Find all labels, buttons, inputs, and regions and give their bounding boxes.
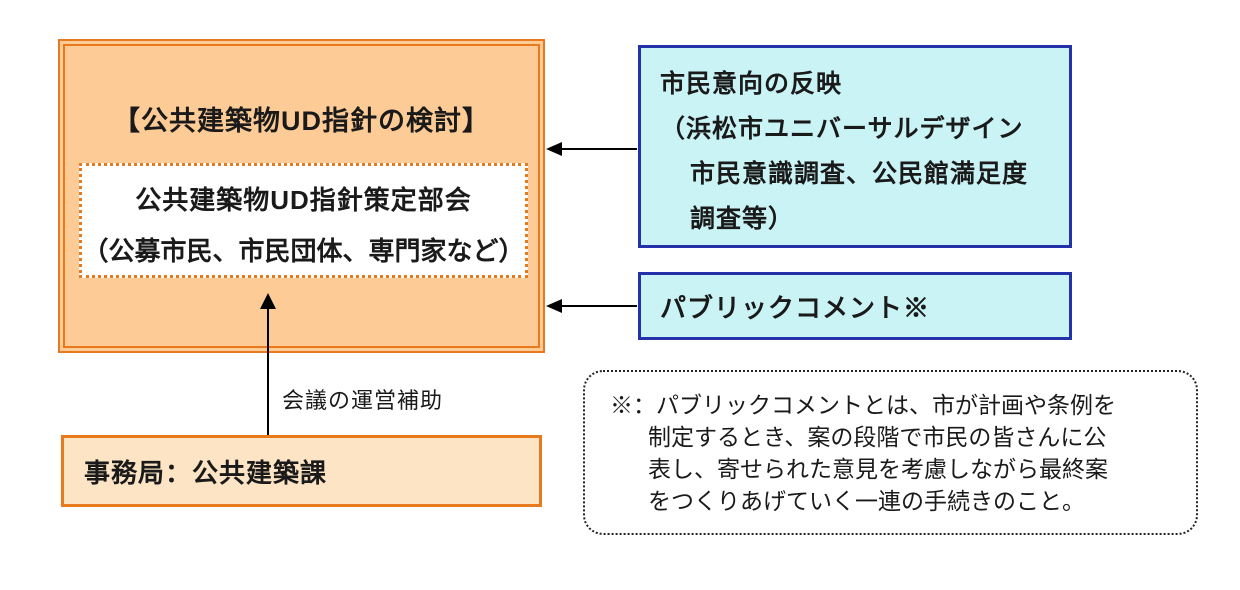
note-line1: ※：パブリックコメントとは、市が計画や条例を	[610, 392, 1116, 418]
public-comment-note-box: ※：パブリックコメントとは、市が計画や条例を 制定するとき、案の段階で市民の皆さ…	[583, 370, 1198, 535]
secretariat-to-subcommittee-arrow-head	[260, 293, 276, 309]
note-line2: 制定するとき、案の段階で市民の皆さんに公	[648, 424, 1107, 450]
public-comment-box: パブリックコメント※	[638, 272, 1072, 340]
secretariat-to-subcommittee-arrow-line	[267, 308, 269, 435]
citizen-opinion-box: 市民意向の反映 （浜松市ユニバーサルデザイン 市民意識調査、公民館満足度 調査等…	[638, 45, 1072, 248]
subcommittee-members: （公募市民、市民団体、専門家など）	[82, 236, 525, 266]
ud-review-title: 【公共建築物UD指針の検討】	[113, 106, 490, 136]
pubcom-to-main-arrow-head	[546, 299, 562, 313]
note-line3: 表し、寄せられた意見を考慮しながら最終案	[648, 456, 1108, 482]
pubcom-to-main-arrow-line	[560, 305, 637, 307]
citizen-opinion-line4: 調査等）	[690, 205, 795, 233]
meeting-support-label: 会議の運営補助	[282, 388, 444, 413]
public-comment-label: パブリックコメント※	[660, 292, 931, 323]
note-line4: をつくりあげていく一連の手続きのこと。	[648, 488, 1085, 514]
secretariat-label: 事務局：公共建築課	[84, 457, 328, 488]
citizen-to-main-arrow-line	[560, 148, 637, 150]
citizen-opinion-line2: （浜松市ユニバーサルデザイン	[660, 115, 1024, 143]
citizen-opinion-line1: 市民意向の反映	[660, 70, 843, 98]
citizen-to-main-arrow-head	[546, 142, 562, 156]
secretariat-box: 事務局：公共建築課	[61, 435, 542, 507]
ud-review-box: 【公共建築物UD指針の検討】 公共建築物UD指針策定部会 （公募市民、市民団体、…	[58, 39, 545, 353]
subcommittee-name: 公共建築物UD指針策定部会	[135, 185, 472, 215]
citizen-opinion-line3: 市民意識調査、公民館満足度	[690, 160, 1029, 188]
subcommittee-box: 公共建築物UD指針策定部会 （公募市民、市民団体、専門家など）	[79, 163, 528, 278]
